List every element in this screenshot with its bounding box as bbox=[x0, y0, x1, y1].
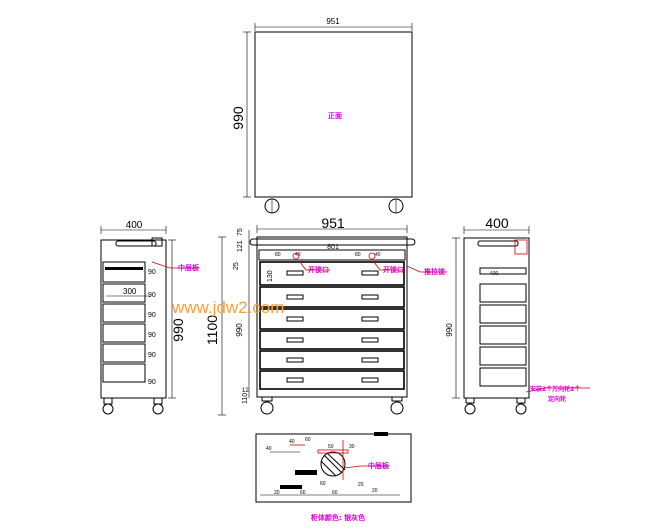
svg-text:80: 80 bbox=[275, 252, 281, 258]
open-slot-label-right: 开锁口 bbox=[383, 265, 404, 274]
side-drawer-dim-3: 90 bbox=[148, 332, 156, 339]
svg-text:60: 60 bbox=[332, 490, 338, 496]
svg-text:20: 20 bbox=[274, 490, 280, 496]
side-width-dim: 400 bbox=[126, 220, 143, 231]
detail-view: 40 60 50 30 40 20 60 60 20 20 60 中层板 bbox=[255, 432, 412, 503]
main-body-height-dim: 990 bbox=[235, 323, 244, 337]
svg-text:50: 50 bbox=[328, 444, 334, 450]
svg-text:130: 130 bbox=[267, 270, 274, 282]
svg-text:30: 30 bbox=[349, 444, 355, 450]
front-panel-outline bbox=[254, 31, 413, 198]
side-inner-dim: 300 bbox=[123, 287, 137, 296]
main-caster-left bbox=[260, 401, 274, 415]
svg-text:60: 60 bbox=[300, 490, 306, 496]
side-drawer-dim-4: 90 bbox=[148, 352, 156, 359]
front-view-main: 951 801 80 40 80 40 bbox=[204, 215, 447, 416]
handle-span-dim: 801 bbox=[327, 244, 339, 251]
front-view-top: 951 990 正面 bbox=[230, 17, 413, 214]
push-handle bbox=[249, 238, 416, 246]
svg-text:110: 110 bbox=[242, 393, 249, 404]
svg-text:75: 75 bbox=[237, 228, 244, 236]
watermark-text: www.jdw2.com bbox=[171, 298, 284, 317]
right-side-outline bbox=[463, 237, 530, 399]
side-cabinet-outline bbox=[100, 239, 167, 399]
svg-text:40: 40 bbox=[375, 252, 381, 258]
svg-text:40: 40 bbox=[295, 252, 301, 258]
side-view-right: 400 400 990 安装2个万向轮2个 定向轮 bbox=[445, 215, 590, 415]
side-drawer-dim-1: 90 bbox=[148, 292, 156, 299]
top-width-dim: 951 bbox=[326, 17, 340, 26]
side-view-left: 400 90 90 90 90 90 90 300 中层板 990 bbox=[100, 220, 200, 415]
drawer-stack bbox=[259, 261, 405, 390]
detail-outline bbox=[255, 433, 412, 503]
cabinet-color-note: 柜体颜色: 银灰色 bbox=[310, 513, 365, 522]
top-height-dim: 990 bbox=[230, 106, 246, 130]
detail-middle-plate-label: 中层板 bbox=[368, 461, 390, 470]
svg-text:121: 121 bbox=[237, 240, 244, 252]
side-height-dim: 990 bbox=[170, 318, 186, 342]
side-drawer-dim-5: 90 bbox=[148, 379, 156, 386]
lock-label: 推拉锁 bbox=[424, 267, 445, 276]
right-width-dim: 400 bbox=[485, 215, 509, 231]
main-cabinet-outline bbox=[256, 236, 408, 398]
caster-note-line2: 定向轮 bbox=[547, 395, 566, 403]
main-caster-right bbox=[390, 401, 404, 415]
front-label: 正面 bbox=[328, 112, 342, 120]
right-height-dim: 990 bbox=[445, 323, 454, 337]
svg-text:40: 40 bbox=[266, 446, 272, 452]
side-drawer-dim-2: 90 bbox=[148, 312, 156, 319]
caster-note-line1: 安装2个万向轮2个 bbox=[530, 385, 581, 393]
side-middle-plate-label: 中层板 bbox=[178, 263, 200, 272]
svg-text:12: 12 bbox=[242, 388, 249, 394]
svg-text:20: 20 bbox=[372, 488, 378, 494]
open-slot-label-left: 开锁口 bbox=[308, 265, 329, 274]
svg-text:20: 20 bbox=[358, 482, 364, 488]
side-drawer-dim-top: 90 bbox=[148, 269, 156, 276]
svg-text:60: 60 bbox=[320, 481, 326, 487]
main-total-height-dim: 1100 bbox=[204, 315, 220, 345]
svg-text:80: 80 bbox=[355, 252, 361, 258]
svg-text:25: 25 bbox=[233, 262, 240, 270]
svg-text:40: 40 bbox=[289, 439, 295, 445]
lock-detail-circle bbox=[320, 451, 346, 477]
svg-text:60: 60 bbox=[305, 437, 311, 443]
main-width-dim: 951 bbox=[321, 215, 345, 231]
